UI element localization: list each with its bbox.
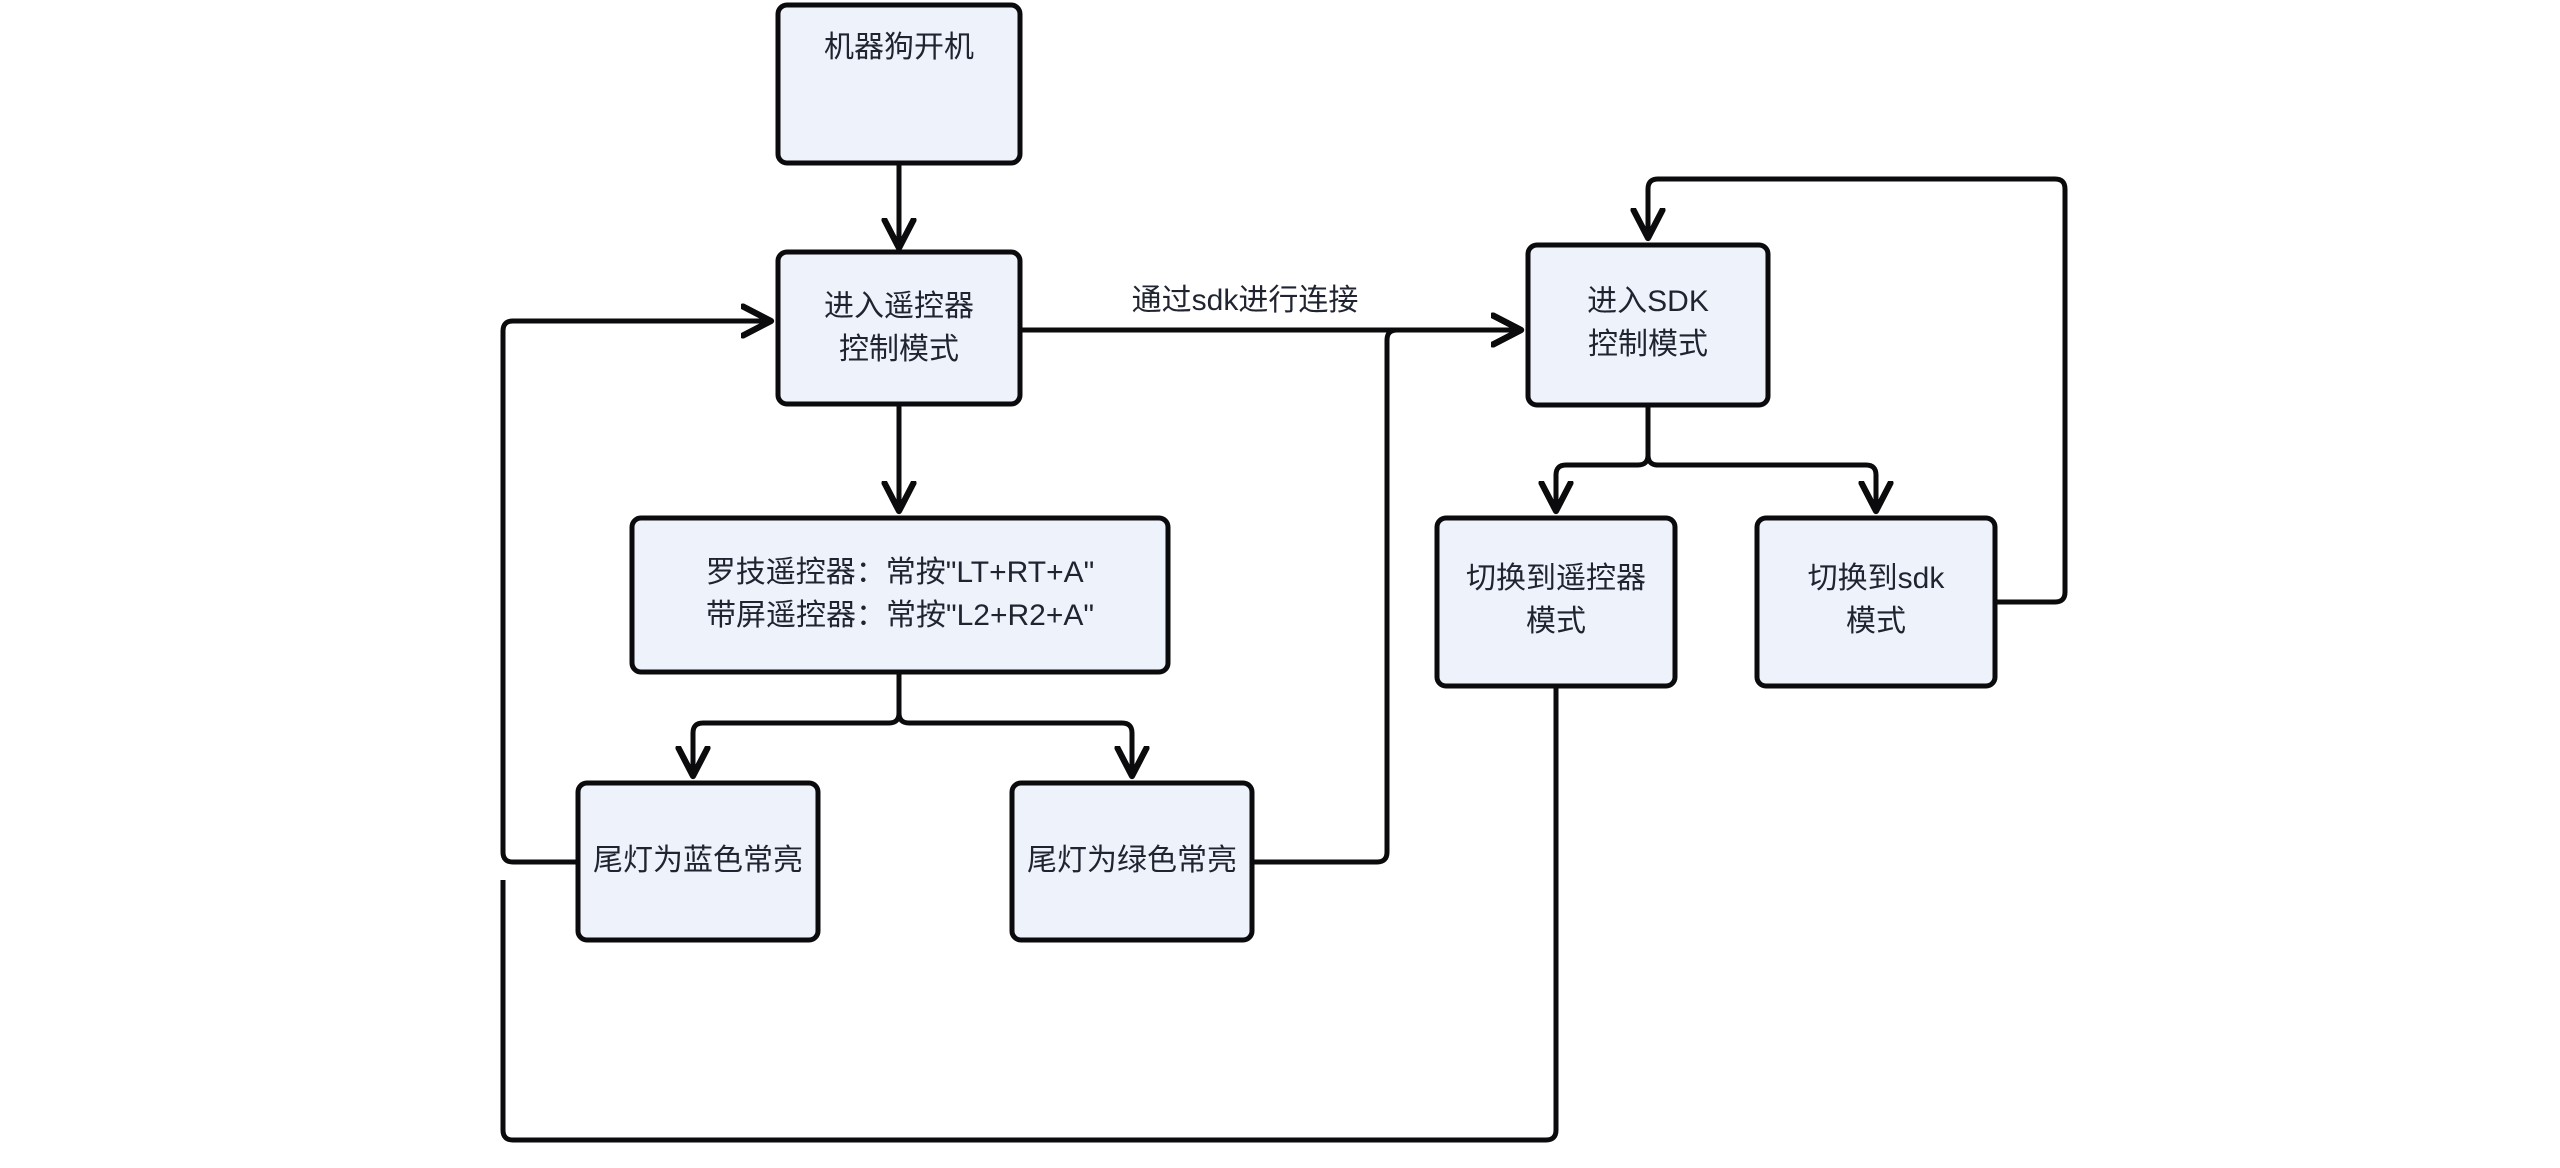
edge-green-light-to-sdk-mode <box>1252 330 1519 865</box>
edge-layer <box>500 163 2068 1143</box>
node-switch-to-remote-label-line1: 切换到遥控器 <box>1466 562 1646 595</box>
node-switch-to-sdk-label-line1: 切换到sdk <box>1808 562 1946 595</box>
edge-switch-to-remote-to-remote-mode <box>500 686 1559 1143</box>
node-remote-mode-shape[interactable] <box>775 249 1023 407</box>
node-blue-light-label: 尾灯为蓝色常亮 <box>593 844 803 877</box>
node-switch-to-remote-shape[interactable] <box>1434 515 1678 689</box>
node-boot[interactable]: 机器狗开机 <box>775 2 1023 166</box>
node-key-combo[interactable]: 罗技遥控器：常按"LT+RT+A" 带屏遥控器：常按"L2+R2+A" <box>629 515 1171 675</box>
edge-label-remote-to-sdk: 通过sdk进行连接 <box>1132 284 1359 317</box>
edge-key-combo-to-blue-light <box>693 672 902 774</box>
node-switch-to-remote-label-line2: 模式 <box>1526 605 1586 638</box>
node-green-light-label: 尾灯为绿色常亮 <box>1027 844 1237 877</box>
node-key-combo-label-line2: 带屏遥控器：常按"L2+R2+A" <box>706 599 1094 632</box>
node-sdk-mode-shape[interactable] <box>1525 242 1771 408</box>
node-blue-light-shape[interactable] <box>575 780 821 943</box>
node-key-combo-shape[interactable] <box>629 515 1171 675</box>
node-blue-light[interactable]: 尾灯为蓝色常亮 <box>575 780 821 943</box>
node-layer: 机器狗开机 进入遥控器 控制模式 罗技遥控器：常按"LT+RT+A" 带屏遥控器… <box>575 2 1998 943</box>
node-boot-label: 机器狗开机 <box>824 31 974 64</box>
node-green-light-shape[interactable] <box>1009 780 1255 943</box>
node-sdk-mode[interactable]: 进入SDK 控制模式 <box>1525 242 1771 408</box>
node-key-combo-label-line1: 罗技遥控器：常按"LT+RT+A" <box>706 556 1095 589</box>
edge-sdk-mode-to-switch-to-sdk <box>1645 405 1876 509</box>
edge-blue-light-to-remote-mode <box>500 321 769 865</box>
node-switch-to-sdk-shape[interactable] <box>1754 515 1998 689</box>
edge-key-combo-to-green-light <box>896 672 1132 774</box>
edge-sdk-mode-to-switch-to-remote <box>1556 405 1651 509</box>
node-remote-mode-label-line2: 控制模式 <box>839 333 959 366</box>
node-switch-to-remote[interactable]: 切换到遥控器 模式 <box>1434 515 1678 689</box>
node-boot-shape[interactable] <box>775 2 1023 166</box>
node-green-light[interactable]: 尾灯为绿色常亮 <box>1009 780 1255 943</box>
node-switch-to-sdk[interactable]: 切换到sdk 模式 <box>1754 515 1998 689</box>
node-remote-mode[interactable]: 进入遥控器 控制模式 <box>775 249 1023 407</box>
edge-label-layer: 通过sdk进行连接 <box>1132 284 1359 317</box>
node-remote-mode-label-line1: 进入遥控器 <box>824 290 974 323</box>
node-switch-to-sdk-label-line2: 模式 <box>1846 605 1906 638</box>
node-sdk-mode-label-line1: 进入SDK <box>1587 285 1709 318</box>
edge-switch-to-sdk-to-sdk-mode <box>1648 176 2068 605</box>
node-sdk-mode-label-line2: 控制模式 <box>1588 328 1708 361</box>
